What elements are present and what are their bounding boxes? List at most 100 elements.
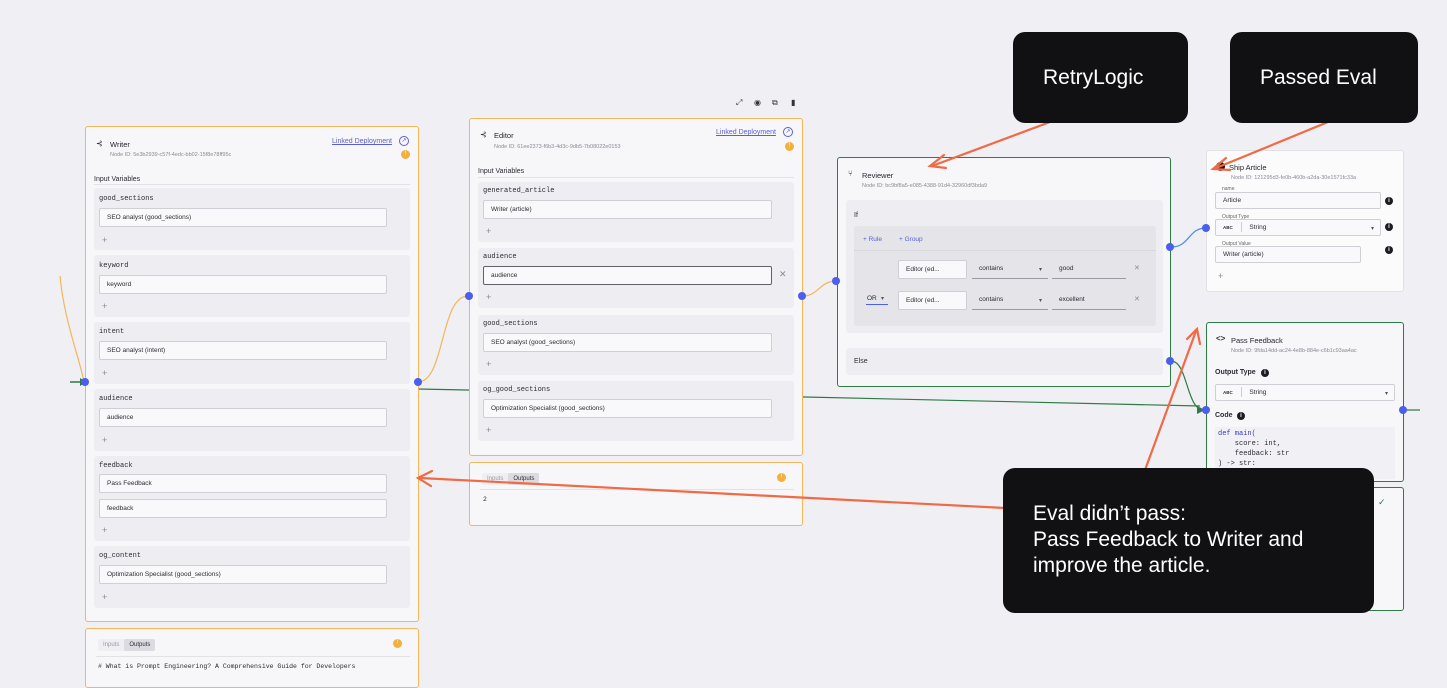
variable-value-field[interactable]: SEO analyst (intent) (99, 341, 387, 360)
output-type-select[interactable]: ABC String (1215, 219, 1381, 236)
callout-text: Passed Eval (1260, 66, 1377, 89)
condition-operator-select[interactable]: contains (972, 291, 1048, 310)
linked-deployment-link[interactable]: Linked Deployment (716, 129, 776, 136)
pass-feedback-node[interactable]: <> Pass Feedback Node ID: 9fda14dd-ac24-… (1206, 322, 1404, 482)
variable-group: og_good_sections Optimization Specialist… (478, 381, 794, 441)
add-group-button[interactable]: + Group (899, 236, 923, 243)
chevron-down-icon: ▾ (1385, 391, 1389, 397)
tab-outputs[interactable]: Outputs (124, 639, 156, 651)
type-prefix: ABC (1223, 390, 1233, 395)
add-value-button[interactable]: + (102, 301, 108, 311)
node-id: Node ID: 121295d3-fe0b-460b-a2da-30e1571… (1231, 175, 1357, 181)
field-label: Output Type (1222, 214, 1250, 220)
writer-output-port[interactable] (414, 378, 422, 386)
expand-icon[interactable]: ⤢ (736, 98, 743, 107)
variable-name: audience (99, 395, 133, 403)
variable-value-field[interactable]: audience (483, 266, 772, 285)
editor-node[interactable]: ⊰ Editor Node ID: 61ee2373-f6b3-4d3c-9db… (469, 118, 803, 456)
condition-right-field[interactable]: good (1052, 260, 1126, 279)
info-icon: i (1237, 412, 1245, 420)
variable-value-field[interactable]: Optimization Specialist (good_sections) (483, 399, 772, 418)
condition-left-field[interactable]: Editor (ed... (898, 260, 967, 279)
variable-value-field[interactable]: SEO analyst (good_sections) (99, 208, 387, 227)
output-text: # What is Prompt Engineering? A Comprehe… (98, 663, 356, 670)
variable-value-field[interactable]: audience (99, 408, 387, 427)
editor-output-port[interactable] (798, 292, 806, 300)
variable-value-field[interactable]: keyword (99, 275, 387, 294)
output-type-label: Output Type (1215, 369, 1256, 376)
variable-name: good_sections (483, 320, 538, 328)
copy-icon[interactable]: ⧉ (772, 98, 778, 107)
if-label: If (854, 212, 858, 219)
tab-inputs[interactable]: Inputs (487, 476, 504, 482)
output-type-select[interactable]: ABC String (1215, 384, 1395, 401)
code-icon: <> (1216, 334, 1226, 343)
variable-name: good_sections (99, 195, 154, 203)
add-value-button[interactable]: + (102, 235, 108, 245)
combinator-select[interactable]: OR (867, 295, 877, 302)
play-icon[interactable]: ◉ (754, 98, 761, 107)
add-value-button[interactable]: + (486, 425, 492, 435)
warning-badge-icon: ! (777, 473, 786, 482)
open-link-icon[interactable]: ↗ (783, 127, 793, 137)
trash-icon[interactable]: ▮ (791, 98, 796, 107)
node-id: Node ID: 5e3b2939-c57f-4edc-bb02-15f8e78… (110, 152, 232, 158)
variable-group: og_content Optimization Specialist (good… (94, 546, 410, 608)
prompt-node-icon: ⊰ (480, 130, 487, 139)
variable-value-field[interactable]: Pass Feedback (99, 474, 387, 493)
variable-value-field[interactable]: Writer (article) (483, 200, 772, 219)
condition-group: + Rule + Group Editor (ed... contains ▾ … (854, 226, 1156, 326)
reviewer-else-port[interactable] (1166, 357, 1174, 365)
condition-right-field[interactable]: excellent (1052, 291, 1126, 310)
tab-inputs[interactable]: Inputs (103, 642, 120, 648)
code-label: Code (1215, 412, 1233, 419)
reviewer-input-port[interactable] (832, 277, 840, 285)
input-variables-heading: Input Variables (478, 168, 525, 175)
else-label: Else (854, 358, 868, 365)
output-tabs: Inputs Outputs (98, 639, 156, 651)
if-condition-block: If + Rule + Group Editor (ed... contains… (846, 200, 1163, 333)
add-value-button[interactable]: + (102, 435, 108, 445)
variable-group: feedback Pass Feedback feedback + (94, 456, 410, 541)
name-field[interactable]: Article (1215, 192, 1381, 209)
variable-name: feedback (99, 462, 133, 470)
ship-article-input-port[interactable] (1202, 224, 1210, 232)
variable-value-field[interactable]: SEO analyst (good_sections) (483, 333, 772, 352)
add-value-button[interactable]: + (1218, 271, 1224, 281)
node-title: Editor (494, 131, 514, 140)
callout-line: Pass Feedback to Writer and (1033, 528, 1304, 551)
reviewer-if-port[interactable] (1166, 243, 1174, 251)
variable-group: good_sections SEO analyst (good_sections… (478, 315, 794, 375)
pass-feedback-input-port[interactable] (1202, 406, 1210, 414)
writer-input-port[interactable] (81, 378, 89, 386)
variable-value-field[interactable]: feedback (99, 499, 387, 518)
add-value-button[interactable]: + (486, 359, 492, 369)
pass-feedback-output-port[interactable] (1399, 406, 1407, 414)
add-rule-button[interactable]: + Rule (863, 236, 882, 243)
editor-output-panel: Inputs Outputs ! 2 (469, 462, 803, 526)
variable-name: og_good_sections (483, 386, 551, 394)
add-value-button[interactable]: + (486, 292, 492, 302)
open-link-icon[interactable]: ↗ (399, 136, 409, 146)
chevron-down-icon: ▾ (881, 296, 885, 302)
input-variables-heading: Input Variables (94, 176, 141, 183)
editor-input-port[interactable] (465, 292, 473, 300)
tab-outputs[interactable]: Outputs (508, 473, 540, 485)
output-value-field[interactable]: Writer (article) (1215, 246, 1361, 263)
add-value-button[interactable]: + (102, 525, 108, 535)
reviewer-node[interactable]: ⑂ Reviewer Node ID: bc9bf8a5-e085-4388-9… (837, 157, 1171, 387)
remove-rule-icon[interactable]: ✕ (1134, 296, 1140, 303)
stop-icon (1216, 162, 1225, 171)
writer-output-panel: Inputs Outputs ! # What is Prompt Engine… (85, 628, 419, 688)
remove-rule-icon[interactable]: ✕ (1134, 265, 1140, 272)
linked-deployment-link[interactable]: Linked Deployment (332, 138, 392, 145)
remove-value-icon[interactable]: ✕ (779, 269, 787, 279)
ship-article-node[interactable]: Ship Article Node ID: 121295d3-fe0b-460b… (1206, 150, 1404, 292)
add-value-button[interactable]: + (102, 368, 108, 378)
variable-value-field[interactable]: Optimization Specialist (good_sections) (99, 565, 387, 584)
condition-left-field[interactable]: Editor (ed... (898, 291, 967, 310)
add-value-button[interactable]: + (486, 226, 492, 236)
add-value-button[interactable]: + (102, 592, 108, 602)
condition-operator-select[interactable]: contains (972, 260, 1048, 279)
writer-node[interactable]: ⊰ Writer Node ID: 5e3b2939-c57f-4edc-bb0… (85, 126, 419, 622)
